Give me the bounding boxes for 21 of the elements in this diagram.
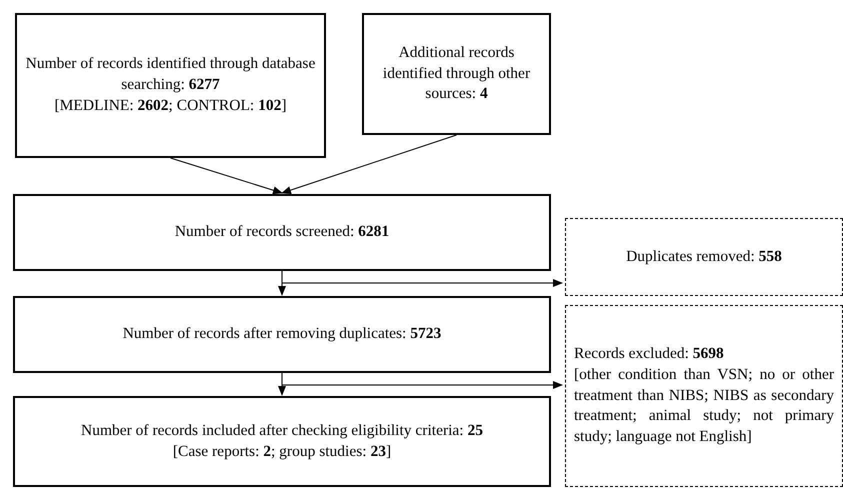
box-note: [Case reports: 2; group studies: 23] — [172, 442, 392, 462]
box-text: Additional records identified through other sources: 4 — [382, 42, 532, 104]
arrow — [282, 270, 563, 287]
process-box — [15, 13, 326, 158]
box-text: Records excluded: 5698 — [574, 344, 725, 364]
arrow — [282, 372, 563, 389]
process-box — [362, 13, 551, 135]
box-text: Number of records identified through database searching: 6277 — [25, 54, 316, 96]
process-box — [13, 296, 551, 373]
box-note: [other condition than VSN; no or other treatment than NIBS; NIBS as secondary treatment; animal study; not primary study; language not English] — [574, 364, 834, 448]
exclusion-box — [565, 218, 843, 296]
box-text: Number of records screened: 6281 — [174, 222, 390, 242]
arrow — [170, 158, 283, 194]
process-box — [13, 396, 551, 487]
box-text: Number of records after removing duplicates: 5723 — [122, 324, 442, 344]
box-text: Duplicates removed: 558 — [626, 246, 782, 267]
process-box — [13, 194, 551, 271]
box-text: Number of records included after checking eligibility criteria: 25 — [81, 420, 483, 441]
arrow — [281, 134, 457, 194]
exclusion-box — [565, 305, 843, 487]
box-note: [MEDLINE: 2602; CONTROL: 102] — [54, 96, 287, 116]
